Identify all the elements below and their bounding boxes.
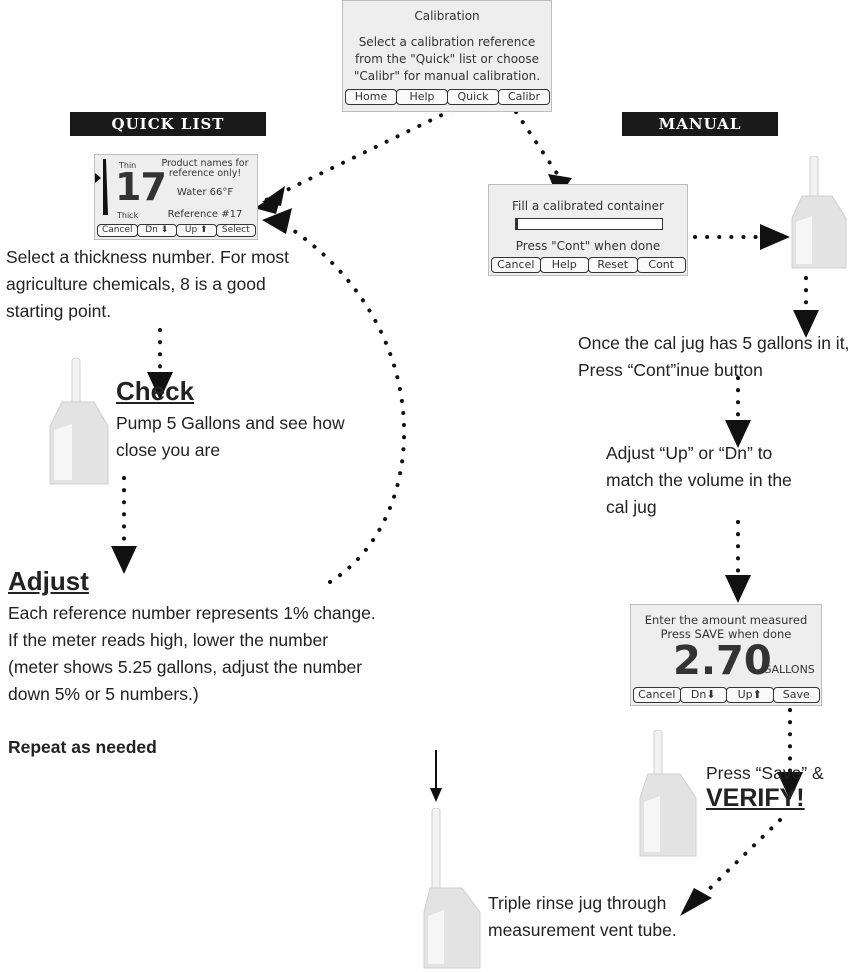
arrow-to-rinse (698, 818, 782, 900)
quick-list-banner: QUICK LIST (70, 112, 266, 136)
cont-button[interactable]: Cont (636, 257, 686, 273)
fill-progress-fill (516, 219, 518, 229)
cancel-button[interactable]: Cancel (633, 687, 681, 703)
quick-list-screen: Thin 17 Thick Product names for referenc… (94, 154, 258, 240)
jug-icon (791, 156, 847, 269)
reference-number: Reference #17 (167, 209, 243, 220)
arrow-to-quick-list (260, 108, 454, 204)
up-button[interactable]: Up⬆ (726, 687, 774, 703)
amount-unit: GALLONS (763, 663, 815, 676)
thin-label: Thin (119, 161, 137, 170)
amount-screen: Enter the amount measured Press SAVE whe… (630, 604, 822, 706)
help-button[interactable]: Help (539, 257, 589, 273)
fill-line-1: Fill a calibrated container (512, 199, 664, 213)
fill-progress-bar (515, 218, 663, 230)
product-name: Water 66°F (176, 187, 234, 198)
quick-button[interactable]: Quick (447, 89, 499, 105)
thick-label: Thick (117, 211, 139, 220)
adjust-text: Each reference number represents 1% chan… (8, 603, 376, 704)
arrow-repeat-loop (288, 226, 407, 584)
quick-list-instruction: Select a thickness number. For most agri… (6, 247, 290, 321)
calibration-screen: Calibration Select a calibration referen… (342, 0, 552, 112)
adjust-heading: Adjust (8, 566, 89, 596)
check-heading: Check (116, 376, 195, 406)
cancel-button[interactable]: Cancel (491, 257, 541, 273)
down-button[interactable]: Dn ⬇ (136, 224, 177, 237)
save-text: Press “Save” & (706, 763, 824, 783)
calibration-title: Calibration (414, 9, 480, 23)
amount-line-1: Enter the amount measured (644, 613, 808, 627)
cont-step-text: Once the cal jug has 5 gallons in it, Pr… (578, 333, 850, 380)
amount-line-2: Press SAVE when done (660, 627, 792, 641)
reset-button[interactable]: Reset (588, 257, 638, 273)
amount-value: 2.70 (673, 638, 772, 684)
calibration-line-2: from the "Quick" list or choose (354, 52, 540, 66)
repeat-text: Repeat as needed (8, 737, 157, 757)
jug-icon (49, 358, 109, 485)
manual-banner: MANUAL (622, 112, 778, 136)
calibr-button[interactable]: Calibr (498, 89, 550, 105)
adjust-step-text: Adjust “Up” or “Dn” to match the volume … (606, 443, 792, 517)
check-text: Pump 5 Gallons and see how close you are (116, 413, 345, 460)
rinse-text: Triple rinse jug through measurement ven… (488, 893, 677, 940)
calibration-line-1: Select a calibration reference (358, 35, 536, 49)
thickness-gauge (95, 159, 111, 215)
calibration-line-3: "Calibr" for manual calibration. (353, 69, 541, 83)
product-note: Product names for reference only! (161, 158, 249, 179)
cancel-button[interactable]: Cancel (97, 224, 138, 237)
save-button[interactable]: Save (772, 687, 820, 703)
gauge-pointer-icon (95, 173, 101, 183)
down-button[interactable]: Dn⬇ (679, 687, 727, 703)
jug-icon (639, 730, 697, 857)
jug-icon (423, 808, 481, 969)
thickness-number: 17 (115, 165, 167, 209)
fill-container-screen: Fill a calibrated container Press "Cont"… (488, 184, 688, 276)
arrow-to-manual (514, 110, 562, 180)
home-button[interactable]: Home (345, 89, 397, 105)
select-button[interactable]: Select (215, 224, 256, 237)
up-button[interactable]: Up ⬆ (176, 224, 217, 237)
help-button[interactable]: Help (396, 89, 448, 105)
verify-text: VERIFY! (706, 784, 805, 812)
fill-line-2: Press "Cont" when done (515, 239, 661, 253)
